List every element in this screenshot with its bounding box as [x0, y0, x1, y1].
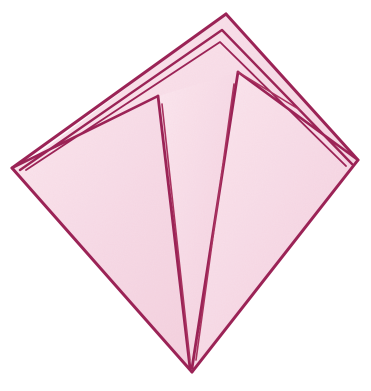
- origami-svg: [0, 0, 371, 387]
- origami-figure: [0, 0, 371, 387]
